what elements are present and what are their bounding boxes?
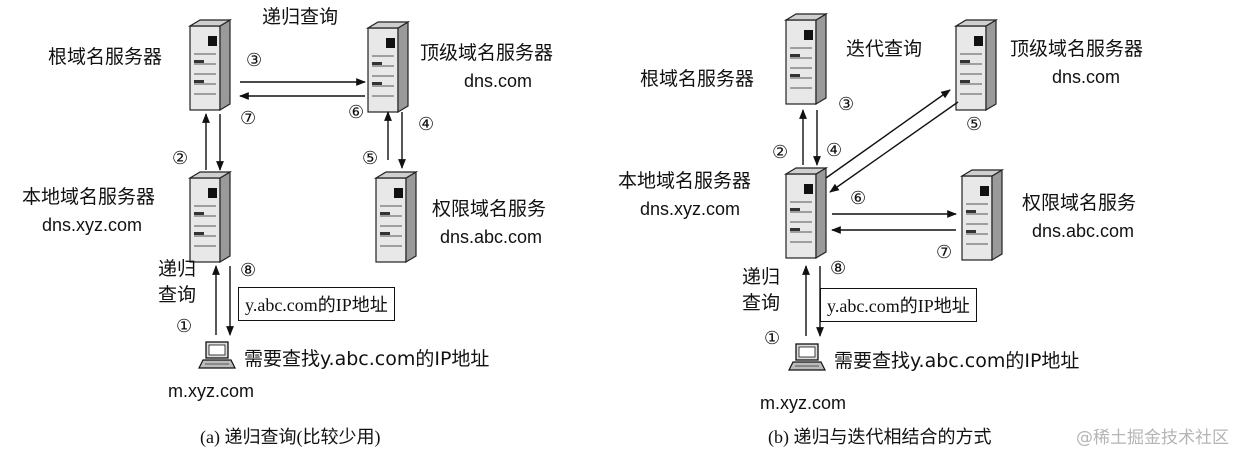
client-query-line1: 递归: [158, 258, 197, 280]
answer-box: y.abc.com的IP地址: [238, 287, 395, 321]
tld-server-label: 顶级域名服务器: [420, 42, 554, 64]
caption-b: (b) 递归与迭代相结合的方式: [768, 427, 992, 447]
step-5-label: ⑤: [966, 114, 983, 135]
step-1-label: ①: [176, 316, 193, 337]
auth-server-domain: dns.abc.com: [1032, 221, 1135, 241]
step-7-label: ⑦: [240, 108, 257, 129]
step-8-label: ⑧: [240, 260, 257, 281]
step-6-label: ⑥: [348, 102, 365, 123]
step-6-label: ⑥: [850, 188, 867, 209]
auth-server-domain: dns.abc.com: [440, 227, 543, 247]
step-1-label: ①: [764, 328, 781, 349]
step-2-label: ②: [772, 142, 789, 163]
computer-icon-left: [198, 341, 236, 369]
local-server-icon-right: [785, 167, 827, 259]
answer-box: y.abc.com的IP地址: [820, 288, 977, 322]
client-query-line2: 查询: [158, 284, 197, 306]
root-server-label: 根域名服务器: [48, 46, 163, 68]
step-3-label: ③: [838, 94, 855, 115]
step-8-label: ⑧: [830, 258, 847, 279]
auth-server-icon-left: [375, 171, 417, 263]
step-2-label: ②: [172, 148, 189, 169]
root-server-icon-left: [189, 19, 231, 111]
tld-server-icon-left: [367, 21, 409, 113]
tld-server-domain: dns.com: [464, 71, 533, 91]
auth-server-label: 权限域名服务: [432, 198, 547, 220]
client-query-line2: 查询: [742, 292, 781, 314]
tld-server-domain: dns.com: [1052, 67, 1121, 87]
step-7-label: ⑦: [936, 242, 953, 263]
client-query-line1: 递归: [742, 266, 781, 288]
step-3-label: ③: [246, 50, 263, 71]
step-5-label: ⑤: [362, 148, 379, 169]
caption-a: (a) 递归查询(比较少用): [200, 427, 381, 447]
watermark: @稀土掘金技术社区: [1076, 428, 1229, 448]
arrow-step4-right: [825, 89, 951, 179]
local-server-domain: dns.xyz.com: [42, 215, 143, 235]
host-label: m.xyz.com: [760, 393, 847, 413]
local-server-domain: dns.xyz.com: [640, 199, 741, 219]
computer-icon-right: [788, 343, 826, 371]
host-label: m.xyz.com: [168, 381, 255, 401]
need-lookup-text: 需要查找y.abc.com的IP地址: [244, 348, 490, 370]
root-server-icon-right: [785, 13, 827, 105]
local-server-label: 本地域名服务器: [618, 170, 752, 192]
need-lookup-text: 需要查找y.abc.com的IP地址: [834, 350, 1080, 372]
recursive-query-title: 递归查询: [262, 6, 339, 28]
local-server-icon-left: [189, 171, 231, 263]
step-4-label: ④: [418, 114, 435, 135]
tld-server-label: 顶级域名服务器: [1010, 38, 1144, 60]
arrow-step5-right: [829, 101, 959, 193]
step-4-label: ④: [826, 140, 843, 161]
auth-server-label: 权限域名服务: [1022, 192, 1137, 214]
auth-server-icon-right: [961, 169, 1003, 261]
local-server-label: 本地域名服务器: [22, 186, 156, 208]
iterative-query-title: 迭代查询: [846, 38, 923, 60]
tld-server-icon-right: [955, 19, 997, 111]
root-server-label: 根域名服务器: [640, 68, 755, 90]
